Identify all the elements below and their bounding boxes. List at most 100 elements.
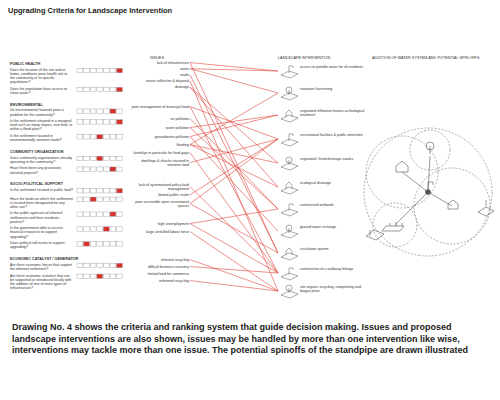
tap-symbol: [289, 66, 293, 73]
link-line: [190, 137, 278, 231]
rating-box: [84, 227, 90, 231]
link-line: [190, 139, 278, 163]
link-line: [190, 153, 278, 273]
rating-box: [77, 167, 83, 171]
link-line: [190, 107, 278, 139]
rating-box: [103, 197, 109, 201]
intervention-item: site organic recycling, composting and b…: [278, 284, 370, 298]
column-header: ADDITION OF WATER SYSTEM AND POTENTIAL S…: [372, 56, 496, 60]
link-line: [190, 63, 278, 253]
rating-box: [97, 120, 103, 124]
house-symbol: [286, 110, 292, 117]
intervention-text: site organic recycling, composting and b…: [300, 285, 369, 293]
link-line: [190, 139, 278, 195]
issue-item: dwellings & shacks situated in sensitive…: [130, 158, 190, 167]
rating-box: [84, 263, 90, 267]
rating-box: [90, 109, 96, 113]
intervention-icon: [281, 225, 298, 238]
intervention-text: ecological drainage: [300, 181, 369, 185]
rating-box: [103, 109, 109, 113]
criteria-heading: ENVIRONMENTAL: [10, 103, 120, 107]
rating-box: [97, 197, 103, 201]
rating-box: [103, 189, 109, 193]
issue-text: water pollution: [131, 126, 189, 130]
issue-item: informal recycling: [130, 257, 190, 262]
rating-box: [90, 68, 96, 72]
rating-box: [97, 189, 103, 193]
intervention-text: construction of a walkway linkage: [300, 267, 369, 271]
rating-box: [110, 156, 116, 160]
link-line: [190, 75, 278, 253]
criteria-question: Does the location of the site and or hom…: [10, 68, 73, 85]
intervention-item: vegetated infiltration basins as biologi…: [278, 108, 370, 122]
issue-text: air pollution: [131, 117, 189, 121]
intervention-icon: [281, 248, 298, 260]
link-line: [190, 119, 278, 209]
link-line: [190, 69, 278, 71]
rating-box: [90, 87, 96, 91]
rating-box: [90, 274, 96, 278]
intervention-icon: [281, 134, 298, 146]
criteria-question: Does political will exists to support up…: [10, 241, 73, 249]
intervention-icon: [281, 204, 298, 216]
water-system-circles: [364, 128, 492, 256]
rating-box: [103, 87, 109, 91]
rating-box: [103, 242, 109, 246]
issue-item: flooding: [130, 142, 190, 147]
rating-box: [77, 87, 83, 91]
issue-text: poor accessible open recreational spaces: [131, 200, 189, 208]
issue-item: difficult business recovery: [130, 264, 190, 269]
link-line: [190, 224, 278, 273]
intervention-item: construction of a walkway linkage: [278, 266, 370, 280]
link-line: [190, 187, 278, 273]
issue-text: roads: [131, 73, 189, 77]
criteria-heading: SOCIO-POLITICAL SUPPORT: [10, 182, 120, 186]
rating-box: [117, 227, 123, 231]
rating-box: [77, 197, 83, 201]
rating-box: [90, 189, 96, 193]
rating-box: [84, 274, 90, 278]
intervention-text: circulation system: [300, 247, 369, 251]
intervention-icon: [281, 182, 298, 194]
rating-box: [110, 135, 116, 139]
ground-plane: [281, 231, 298, 238]
issue-item: groundwater pollution: [130, 134, 190, 139]
criteria-question: Does community organizations already ope…: [10, 156, 73, 164]
criteria-question: Do environmental hazards pose a problem …: [10, 108, 73, 116]
link-line: [190, 128, 278, 209]
criteria-heading: PUBLIC HEALTH: [10, 62, 120, 66]
rating-box: [90, 120, 96, 124]
rating-box: [90, 242, 96, 246]
issue-text: difficult business recovery: [131, 265, 189, 269]
dashed-circle: [364, 128, 492, 256]
issue-text: informal recycling: [131, 258, 189, 262]
intervention-icon: [281, 110, 298, 122]
intervention-item: constructed wetlands: [278, 202, 370, 216]
issue-item: drainage: [130, 85, 190, 90]
tree-sketch: [426, 142, 434, 154]
intervention-text: rainwater harvesting: [300, 87, 369, 91]
issue-text: limited public realm: [131, 193, 189, 197]
rating-box: [110, 109, 116, 113]
pipe-link: [395, 156, 452, 225]
ground-plane: [281, 115, 298, 122]
rating-box: [84, 109, 90, 113]
rating-box: [77, 274, 83, 278]
issue-text: lack of infrastructure: [131, 61, 189, 65]
tree-symbol: [286, 225, 292, 233]
rating-box: [77, 135, 83, 139]
criteria-question: Does the population have access to clean…: [10, 87, 73, 95]
rating-box: [117, 242, 123, 246]
rating-box: [117, 120, 123, 124]
rating-box: [110, 189, 116, 193]
rating-box: [117, 167, 123, 171]
rating-box: [84, 68, 90, 72]
tree-symbol: [286, 285, 292, 293]
rating-box: [103, 227, 109, 231]
rating-box: [117, 135, 123, 139]
intervention-icon: [281, 268, 298, 280]
issue-item: air pollution: [130, 116, 190, 121]
issue-text: landslips in particular for food gaps: [131, 151, 189, 155]
link-line: [190, 69, 278, 93]
